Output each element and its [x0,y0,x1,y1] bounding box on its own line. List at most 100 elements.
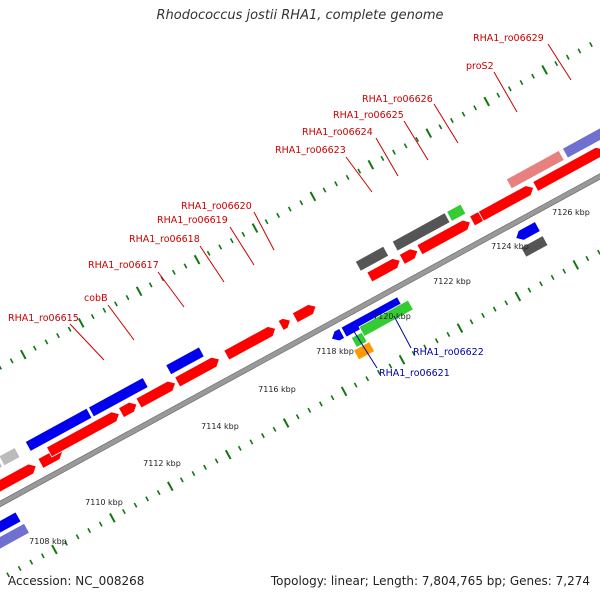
outer-tick [32,345,37,351]
gene-feature[interactable] [174,356,220,388]
outer-tick [171,269,176,275]
outer-tick [403,143,408,149]
reverse-gene-feature[interactable] [24,407,93,452]
gene-label[interactable]: RHA1_ro06620 [181,201,252,212]
gene-label[interactable]: RHA1_ro06618 [129,234,200,245]
pseudo-feature[interactable] [0,446,21,467]
gene-leader-line [229,226,255,266]
gene-label[interactable]: proS2 [466,61,494,72]
gray-feature[interactable] [354,245,390,272]
gene-label[interactable]: RHA1_ro06622 [413,347,484,358]
outer-tick-row [0,42,593,370]
outer-tick [450,117,454,124]
orange-feature[interactable] [353,341,376,361]
genome-axis-bar [0,173,600,508]
accession-text: Accession: NC_008268 [8,574,145,588]
gray-feature[interactable] [391,212,451,252]
outer-tick [483,96,490,107]
gene-feature[interactable] [366,258,401,283]
inner-tick [376,369,381,375]
gene-label[interactable]: RHA1_ro06621 [379,368,450,379]
inner-tick [365,376,370,382]
gene-label[interactable]: RHA1_ro06626 [362,94,433,105]
gene-label[interactable]: cobB [84,293,108,304]
gene-feature[interactable] [398,248,419,265]
gene-leader-line [393,315,412,349]
green-feature[interactable] [446,203,467,222]
outer-tick [461,111,466,117]
gene-label[interactable]: RHA1_ro06623 [275,145,346,156]
purple-feature[interactable] [561,122,600,159]
gray-feature[interactable] [520,235,549,258]
gene-leader-line [157,271,185,308]
outer-tick [357,168,362,174]
inner-tick [249,439,254,445]
kbp-tick-label: 7116 kbp [258,385,296,394]
gene-label[interactable]: RHA1_ro06629 [473,33,544,44]
reverse-gene-feature[interactable] [165,346,205,376]
reverse-gene-feature[interactable] [0,511,22,538]
outer-tick [322,187,327,193]
outer-tick [44,339,49,345]
inner-tick [340,386,348,397]
inner-tick [272,426,277,432]
inner-tick [398,354,406,365]
outer-tick [148,282,153,288]
gene-feature[interactable] [45,411,120,458]
inner-tick [469,319,474,325]
gene-feature[interactable] [277,317,292,331]
gene-feature[interactable] [117,401,138,419]
reverse-gene-feature[interactable] [87,376,149,418]
pseudo-feature[interactable] [0,457,4,486]
outer-tick [193,254,201,265]
inner-tick [504,300,509,306]
gene-label[interactable]: RHA1_ro06624 [302,127,373,138]
outer-tick [589,42,593,48]
outer-tick [541,65,548,75]
gene-feature[interactable] [0,463,37,500]
gene-feature[interactable] [477,185,535,222]
gene-feature[interactable] [291,304,317,324]
inner-tick [539,281,543,287]
map-title: Rhodococcus jostii RHA1, complete genome [156,8,444,23]
outer-tick [554,60,559,67]
pink-feature[interactable] [505,149,565,190]
kbp-tick-label: 7118 kbp [316,347,354,356]
gene-label[interactable]: RHA1_ro06617 [88,260,159,271]
gene-feature[interactable] [223,326,277,361]
gene-label[interactable]: RHA1_ro06625 [333,110,404,121]
gene-label[interactable]: RHA1_ro06619 [157,215,228,226]
outer-tick [507,86,512,92]
leader-lines [69,43,572,369]
outer-tick [67,326,72,332]
gene-leader-line [433,103,459,144]
outer-tick [77,318,85,328]
outer-tick [438,124,443,130]
gene-feature[interactable] [532,146,600,192]
inner-tick [456,323,464,333]
outer-tick [299,200,304,206]
outer-tick [425,128,433,139]
outer-tick [577,48,582,54]
outer-tick [287,206,292,212]
inner-tick [585,255,590,262]
gene-leader-line [69,323,105,361]
outer-tick [56,332,60,339]
gene-label[interactable]: RHA1_ro06615 [8,313,79,324]
outer-tick [114,301,118,307]
gene-feature[interactable] [135,380,177,409]
inner-tick [224,449,232,460]
reverse-gene-feature[interactable] [515,220,541,241]
inner-tick [481,312,485,319]
genome-axis [0,173,600,508]
inner-tick [203,464,207,470]
outer-tick [496,92,501,98]
inner-tick [64,540,68,546]
inner-tick [87,527,92,534]
inner-tick-row [6,249,600,578]
feature-layer [0,122,600,553]
reverse-gene-feature[interactable] [330,327,346,342]
gene-feature[interactable] [416,219,471,256]
green-feature[interactable] [358,299,414,338]
purple-feature[interactable] [0,522,31,553]
